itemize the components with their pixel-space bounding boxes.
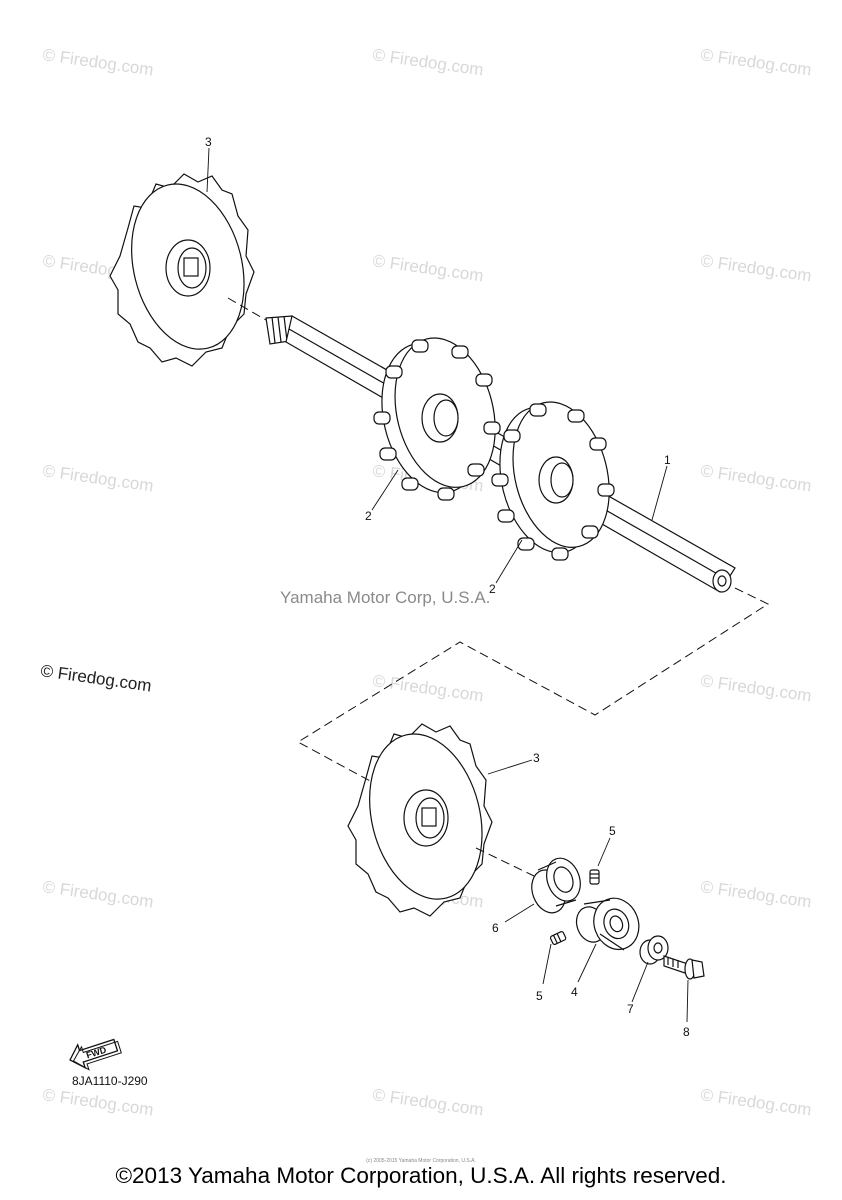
watermark: © Firedog.com [41, 877, 154, 911]
watermark: © Firedog.com [371, 251, 484, 285]
track-sprocket-right [491, 401, 615, 561]
callout-5-top: 5 [609, 824, 616, 838]
watermark: © Firedog.com [371, 45, 484, 79]
drive-sprocket-bottom [347, 723, 493, 917]
set-screw-bottom [549, 931, 567, 946]
watermark: © Firedog.com [699, 461, 812, 495]
callout-2-right: 2 [489, 582, 496, 596]
leader-lines [206, 147, 689, 1023]
track-sprocket-left [373, 337, 501, 501]
copyright-notice: ©2013 Yamaha Motor Corporation, U.S.A. A… [115, 1163, 727, 1188]
drive-sprocket-top [109, 173, 255, 367]
callout-3-top: 3 [205, 135, 212, 149]
watermark: © Firedog.com [41, 1085, 154, 1119]
callout-2-left: 2 [365, 509, 372, 523]
callout-7: 7 [627, 1002, 634, 1016]
watermark: © Firedog.com [699, 877, 812, 911]
set-screw-top [589, 869, 600, 885]
callout-4: 4 [571, 985, 578, 999]
watermark: © Firedog.com [41, 45, 154, 79]
watermark: © Firedog.com [699, 45, 812, 79]
callout-6: 6 [492, 921, 499, 935]
flange-bolt [663, 955, 705, 980]
watermark: © Firedog.com [699, 251, 812, 285]
assembly-dash [297, 587, 770, 783]
watermark: © Firedog.com [41, 461, 154, 495]
center-watermark: Yamaha Motor Corp, U.S.A. [280, 588, 490, 607]
watermark-dark: © Firedog.com [39, 661, 152, 695]
callout-8: 8 [683, 1025, 690, 1039]
callout-5-bottom: 5 [536, 989, 543, 1003]
tiny-notice: (c) 2005-2015 Yamaha Motor Corporation, … [366, 1158, 476, 1164]
diagram-code: 8JA1110-J290 [72, 1074, 148, 1088]
watermark: © Firedog.com [699, 1085, 812, 1119]
callout-3-bottom: 3 [533, 751, 540, 765]
watermark: © Firedog.com [371, 671, 484, 705]
assembly-dash-2 [475, 847, 535, 877]
fwd-arrow-icon: FWD [69, 1038, 122, 1071]
leader-dash [227, 297, 267, 321]
watermark: © Firedog.com [699, 671, 812, 705]
callout-1: 1 [664, 453, 671, 467]
bearing [575, 897, 640, 951]
lock-washer [639, 935, 669, 965]
watermark: © Firedog.com [371, 1085, 484, 1119]
callout-labels: 3 1 2 2 3 5 6 5 4 7 8 [205, 135, 690, 1039]
bearing-collar [531, 857, 581, 914]
